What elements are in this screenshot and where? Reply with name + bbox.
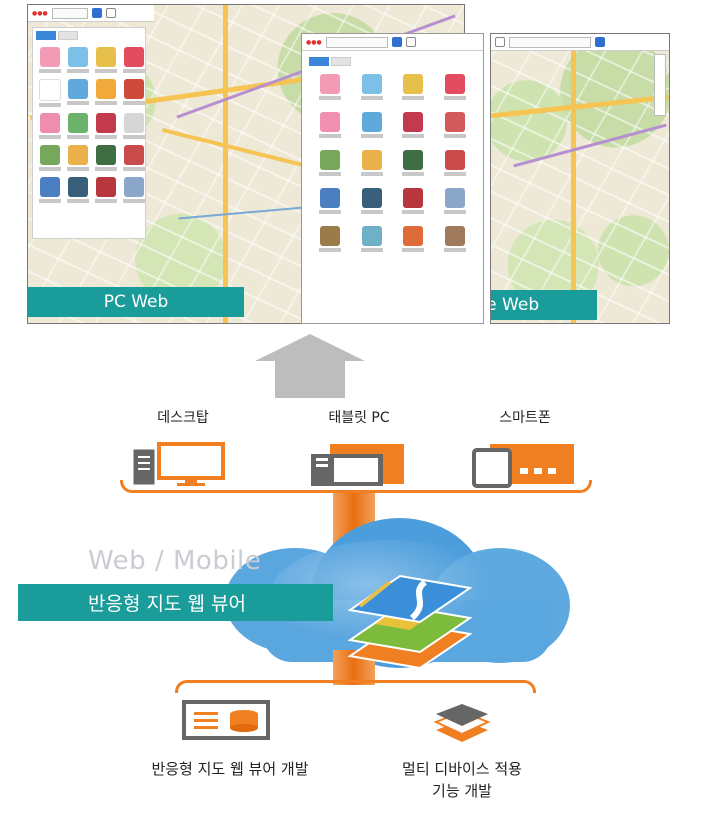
theme-item[interactable] (95, 79, 117, 107)
zoom-controls[interactable] (654, 54, 666, 116)
region-select[interactable] (509, 36, 591, 48)
region-select[interactable] (51, 7, 88, 19)
pc-toolbar: ●●● (28, 5, 154, 22)
theme-item[interactable] (396, 112, 432, 138)
theme-item[interactable] (39, 47, 61, 73)
theme-item[interactable] (396, 74, 432, 100)
theme-item[interactable] (312, 226, 348, 252)
tablet-toolbar: ●●● (302, 34, 483, 51)
theme-item[interactable] (437, 112, 473, 138)
refresh-icon[interactable] (405, 37, 416, 47)
theme-item[interactable] (312, 150, 348, 176)
theme-item[interactable] (396, 150, 432, 176)
road (571, 34, 576, 323)
device-bracket (120, 480, 592, 493)
theme-tab[interactable] (36, 31, 56, 40)
theme-item[interactable] (354, 112, 390, 138)
tablet-web-screenshot: ●●● (301, 33, 484, 324)
theme-item[interactable] (39, 145, 61, 171)
responsive-map-viewer-banner: 반응형 지도 웹 뷰어 (18, 584, 333, 621)
device-label-desktop: 데스크탑 (157, 410, 209, 426)
output-label-line: 기능 개발 (432, 782, 492, 800)
region-select[interactable] (325, 36, 388, 48)
theme-item[interactable] (95, 47, 117, 73)
theme-item[interactable] (437, 150, 473, 176)
theme-item[interactable] (437, 74, 473, 100)
theme-item[interactable] (67, 79, 89, 107)
output-bracket (175, 680, 536, 693)
theme-item[interactable] (396, 226, 432, 252)
theme-item[interactable] (39, 79, 61, 107)
up-arrow-shaft (275, 360, 345, 398)
device-label-smartphone: 스마트폰 (499, 410, 551, 426)
theme-item[interactable] (312, 112, 348, 138)
search-button[interactable] (595, 37, 605, 47)
theme-item[interactable] (67, 145, 89, 171)
tablet-theme-grid (306, 70, 479, 256)
menu-icon[interactable] (495, 37, 505, 47)
refresh-icon[interactable] (105, 8, 116, 18)
mobile-web-screenshot: Mobile Web (490, 33, 670, 324)
pc-web-label: PC Web (28, 287, 244, 317)
mobile-web-label: Mobile Web (491, 290, 597, 320)
search-button[interactable] (91, 8, 102, 18)
theme-item[interactable] (123, 145, 145, 171)
theme-item[interactable] (437, 226, 473, 252)
theme-item[interactable] (95, 177, 117, 203)
desktop-icon (133, 442, 225, 486)
pc-theme-panel (32, 27, 146, 239)
theme-item[interactable] (95, 145, 117, 171)
web-mobile-watermark: Web / Mobile (88, 546, 262, 576)
theme-item[interactable] (95, 113, 117, 139)
theme-item[interactable] (123, 113, 145, 139)
theme-item[interactable] (354, 150, 390, 176)
tablet-icon (311, 444, 404, 486)
theme-item[interactable] (354, 74, 390, 100)
theme-item[interactable] (312, 74, 348, 100)
theme-tab[interactable] (58, 31, 78, 40)
theme-tab[interactable] (309, 57, 329, 66)
theme-item[interactable] (312, 188, 348, 214)
theme-item[interactable] (67, 177, 89, 203)
output-label-multidevice: 멀티 디바이스 적용 기능 개발 (372, 758, 552, 802)
theme-item[interactable] (123, 47, 145, 73)
mobile-toolbar (491, 34, 669, 51)
theme-item[interactable] (39, 177, 61, 203)
device-label-tablet: 태블릿 PC (328, 410, 390, 426)
theme-item[interactable] (354, 226, 390, 252)
theme-item[interactable] (39, 113, 61, 139)
theme-item[interactable] (123, 79, 145, 107)
output-label-viewer: 반응형 지도 웹 뷰어 개발 (151, 760, 309, 778)
smartphone-icon (472, 444, 574, 488)
site-logo: ●●● (306, 38, 322, 46)
output-label-line: 멀티 디바이스 적용 (402, 760, 522, 778)
theme-item[interactable] (354, 188, 390, 214)
theme-item[interactable] (67, 113, 89, 139)
layers-icon (433, 704, 491, 742)
theme-item[interactable] (123, 177, 145, 203)
road (223, 5, 228, 323)
up-arrow-head (255, 334, 365, 361)
layered-map-icon (347, 574, 473, 670)
server-icon (182, 700, 270, 740)
map-background (491, 34, 669, 323)
theme-item[interactable] (396, 188, 432, 214)
theme-item[interactable] (67, 47, 89, 73)
theme-item[interactable] (437, 188, 473, 214)
theme-tab[interactable] (331, 57, 351, 66)
site-logo: ●●● (32, 9, 48, 17)
search-button[interactable] (391, 37, 402, 47)
